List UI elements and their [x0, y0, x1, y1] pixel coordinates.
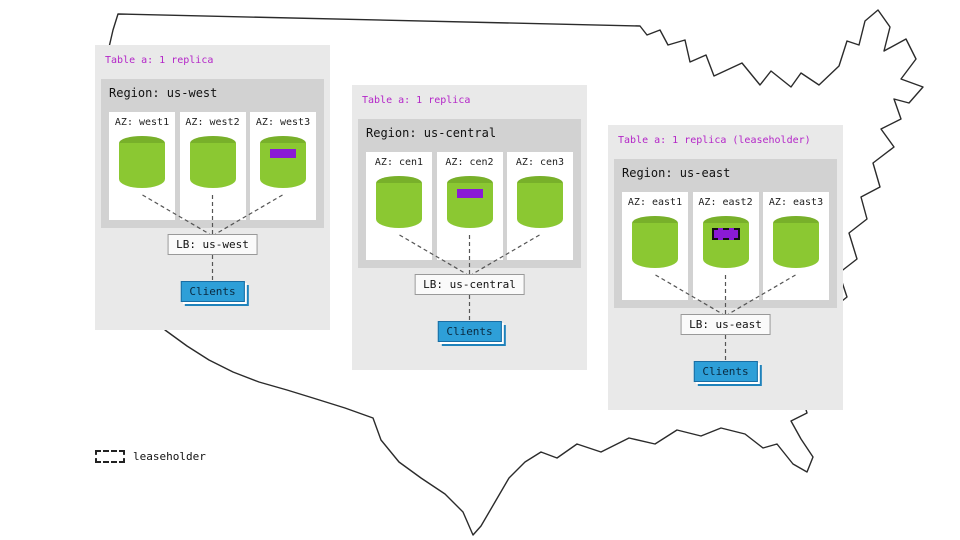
az-box: AZ: cen2: [436, 152, 503, 260]
database-cylinder: [773, 216, 819, 270]
table-label: Table a: 1 replica (leaseholder): [618, 135, 811, 146]
cylinder-body: [376, 183, 422, 228]
az-box: AZ: west1: [109, 112, 175, 220]
az-row: AZ: east1 AZ: east2 AZ: east3: [622, 192, 829, 300]
cylinder-body: [189, 143, 236, 188]
region-label: Region: us-east: [622, 166, 731, 180]
region-label: Region: us-central: [366, 126, 497, 140]
az-label: AZ: east2: [698, 197, 753, 208]
cylinder-body: [119, 143, 165, 188]
database-cylinder: [517, 176, 563, 230]
az-row: AZ: west1 AZ: west2 AZ: west3: [109, 112, 316, 220]
az-label: AZ: west1: [114, 117, 170, 128]
region-panel-us-central: Table a: 1 replica Region: us-central AZ…: [352, 85, 587, 370]
database-cylinder: [260, 136, 306, 190]
az-label: AZ: cen3: [515, 157, 565, 168]
table-label: Table a: 1 replica: [105, 55, 214, 66]
table-label: Table a: 1 replica: [362, 95, 471, 106]
leaseholder-legend-icon: [95, 450, 125, 463]
region-label: Region: us-west: [109, 86, 218, 100]
clients-box: Clients: [693, 361, 758, 382]
region-box: Region: us-west AZ: west1 AZ: west2 AZ: …: [101, 79, 324, 228]
az-label: AZ: cen1: [374, 157, 424, 168]
az-box: AZ: east1: [622, 192, 688, 300]
region-panel-us-west: Table a: 1 replica Region: us-west AZ: w…: [95, 45, 330, 330]
database-cylinder: [189, 136, 236, 190]
database-cylinder: [446, 176, 493, 230]
cylinder-body: [773, 223, 819, 268]
database-cylinder: [702, 216, 749, 270]
replica-range-marker: [456, 189, 483, 198]
az-label: AZ: west3: [255, 117, 311, 128]
az-label: AZ: east1: [627, 197, 683, 208]
region-panel-us-east: Table a: 1 replica (leaseholder) Region:…: [608, 125, 843, 410]
clients-box: Clients: [180, 281, 245, 302]
legend-label: leaseholder: [133, 450, 206, 463]
database-cylinder: [632, 216, 678, 270]
region-box: Region: us-east AZ: east1 AZ: east2 AZ: …: [614, 159, 837, 308]
legend: leaseholder: [95, 450, 206, 463]
az-box: AZ: cen1: [366, 152, 432, 260]
clients-box: Clients: [437, 321, 502, 342]
az-box: AZ: west2: [179, 112, 246, 220]
az-label: AZ: cen2: [445, 157, 494, 168]
az-label: AZ: east3: [768, 197, 824, 208]
az-box: AZ: east2: [692, 192, 759, 300]
load-balancer-box: LB: us-west: [167, 234, 258, 255]
region-box: Region: us-central AZ: cen1 AZ: cen2 AZ:…: [358, 119, 581, 268]
az-box: AZ: east3: [763, 192, 829, 300]
cylinder-body: [517, 183, 563, 228]
az-box: AZ: cen3: [507, 152, 573, 260]
database-cylinder: [119, 136, 165, 190]
az-label: AZ: west2: [185, 117, 240, 128]
replica-range-marker: [270, 149, 296, 158]
az-box: AZ: west3: [250, 112, 316, 220]
leaseholder-range-marker: [711, 228, 740, 240]
load-balancer-box: LB: us-east: [680, 314, 771, 335]
database-cylinder: [376, 176, 422, 230]
cylinder-body: [632, 223, 678, 268]
load-balancer-box: LB: us-central: [414, 274, 525, 295]
az-row: AZ: cen1 AZ: cen2 AZ: cen3: [366, 152, 573, 260]
